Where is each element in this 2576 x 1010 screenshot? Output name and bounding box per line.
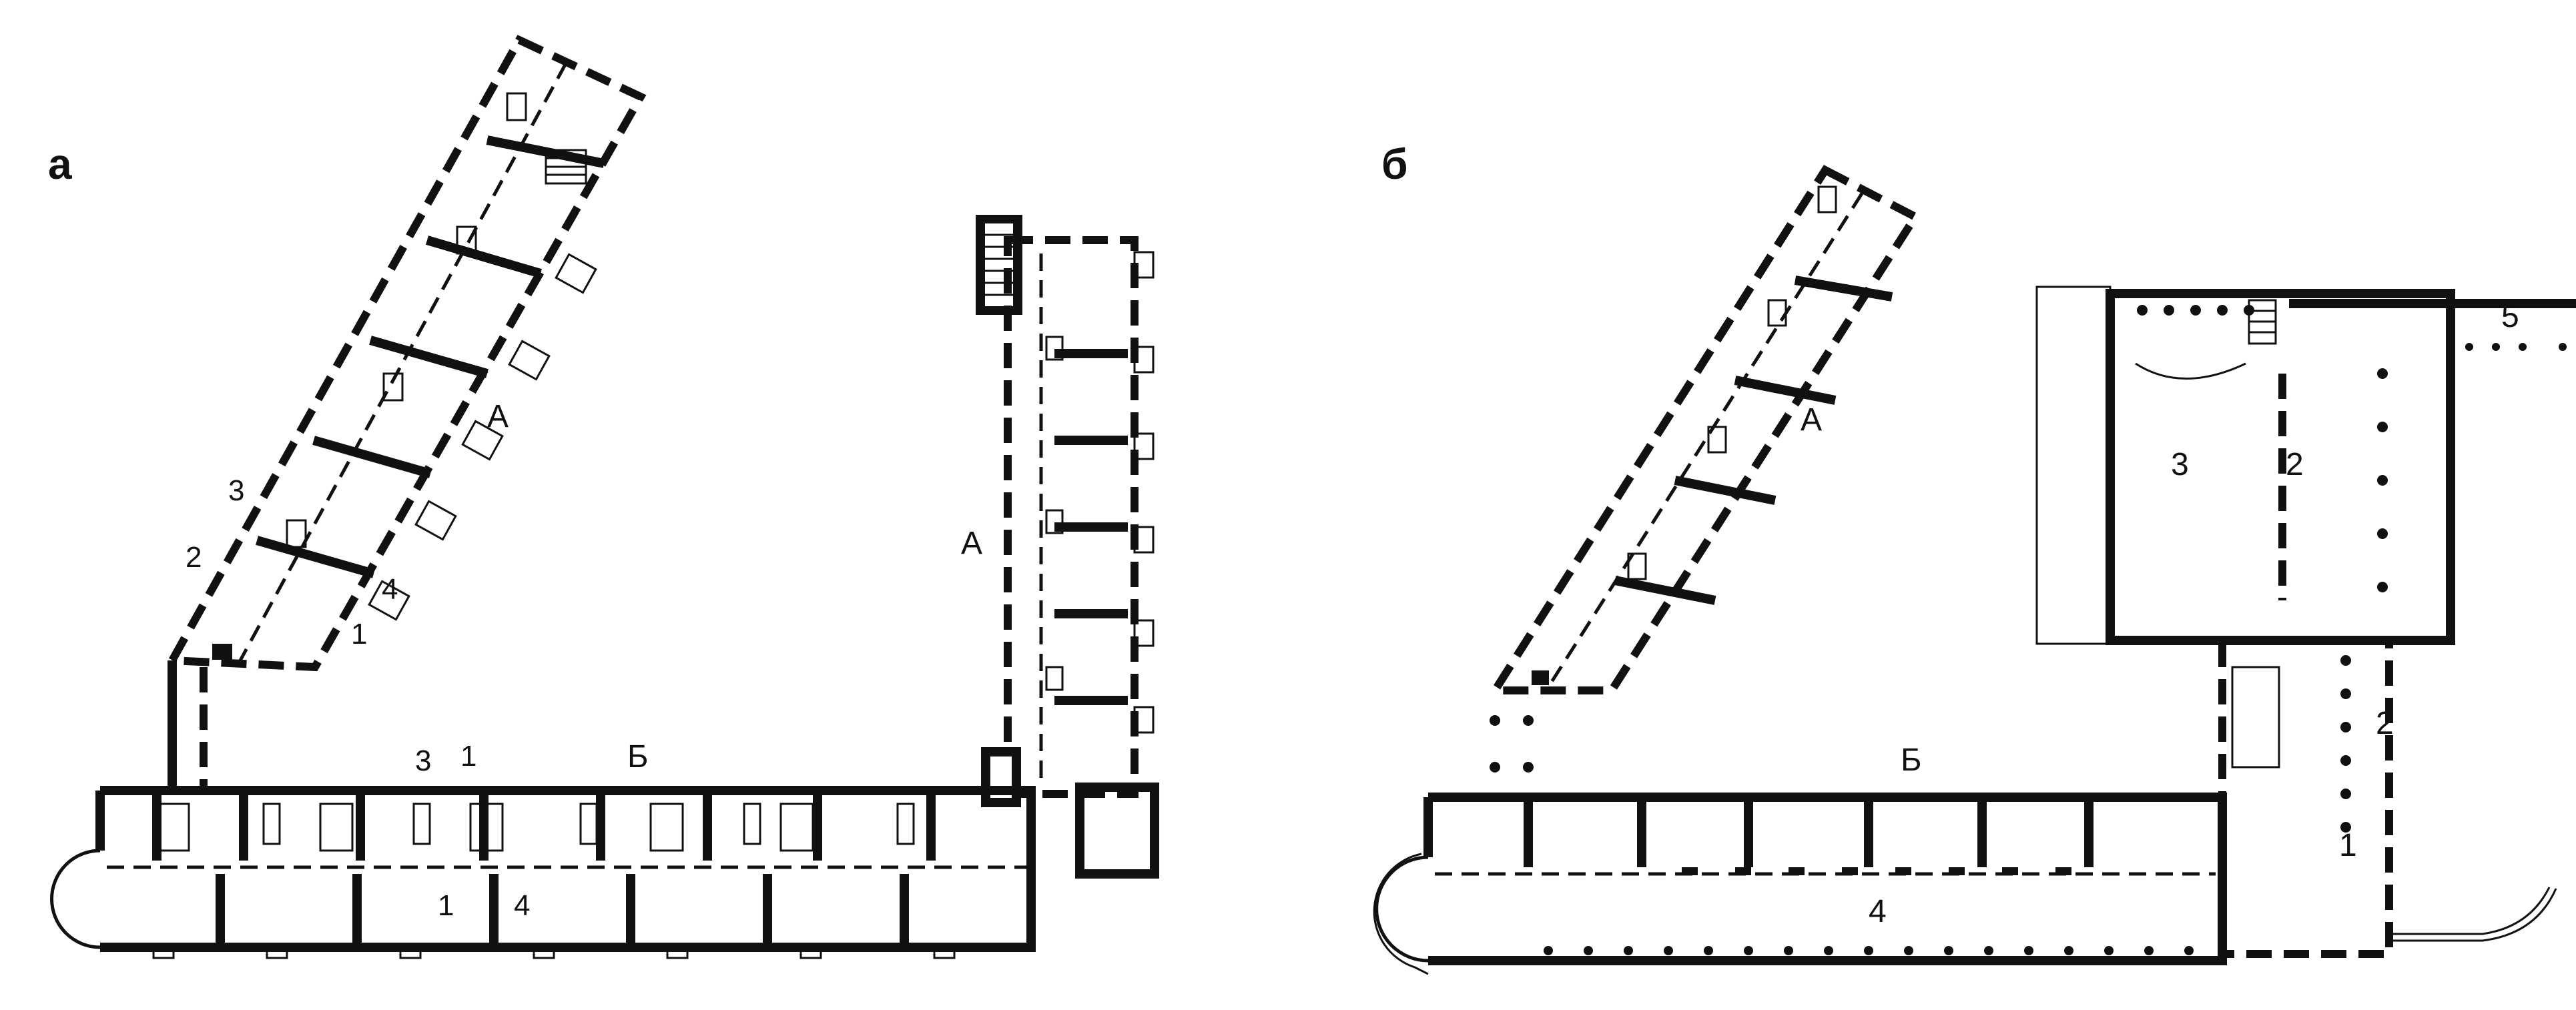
label-wing-b: Б <box>627 739 649 775</box>
plan-b-rounded-end <box>1375 855 1429 963</box>
plan-b-diagonal-fixtures <box>1627 185 1837 580</box>
label-plan-b-3: 3 <box>2171 447 2189 482</box>
diagonal-wing-partitions <box>256 135 605 578</box>
plan-b-gallery-columns <box>2340 655 2351 833</box>
horizontal-wing-windows <box>152 946 956 959</box>
label-3-wing-b: 3 <box>415 744 431 777</box>
label-4-wing-b: 4 <box>514 889 530 922</box>
label-plan-b-1: 1 <box>2339 828 2357 863</box>
vertical-wing-outline <box>1004 236 1139 798</box>
label-3-diagonal: 3 <box>228 474 244 507</box>
plan-b-horizontal-partitions <box>1524 801 2094 867</box>
plan-b-panel-letter: б <box>1381 140 1408 188</box>
plan-b-diagonal-corridor <box>1546 192 1864 688</box>
label-plan-b-2-gallery: 2 <box>2376 706 2394 741</box>
staircase-icon <box>2248 299 2277 345</box>
plan-b-diagonal-partitions <box>1614 276 1893 605</box>
label-plan-b-4: 4 <box>1869 894 1887 929</box>
diagonal-wing-fixtures <box>286 92 527 548</box>
plan-b-gallery <box>2218 636 2557 958</box>
plan-a-diagonal-wing <box>166 35 647 672</box>
diagonal-wing-outline <box>166 35 647 672</box>
vertical-wing-annex <box>1075 783 1159 879</box>
label-plan-b-5: 5 <box>2501 299 2519 334</box>
staircase-icon <box>985 223 1013 306</box>
plan-a-vertical-wing <box>976 215 1159 879</box>
diagonal-wing-staircase-icon <box>545 149 587 185</box>
plan-b-horizontal-wing <box>1373 793 2227 975</box>
plan-b-stage-curve <box>2135 362 2246 380</box>
label-plan-b-wing-a: А <box>1801 402 1822 438</box>
label-1-wing-b-top: 1 <box>460 740 476 773</box>
plan-b: б <box>1373 140 2576 975</box>
label-plan-b-2-hall: 2 <box>2286 447 2304 482</box>
plan-b-item5-dots <box>2465 343 2567 351</box>
rounded-end <box>50 849 101 949</box>
diagonal-wing-corridor <box>238 62 568 662</box>
label-wing-a-diagonal: А <box>487 399 509 434</box>
plan-a-panel-letter: а <box>48 140 72 188</box>
horizontal-wing-outline <box>100 786 1036 952</box>
plan-b-hall-colonnade <box>2137 305 2388 592</box>
label-wing-a-vertical: А <box>961 526 982 561</box>
vertical-wing-partitions <box>1054 349 1128 705</box>
vertical-wing-balconies <box>1133 251 1155 734</box>
label-2-diagonal: 2 <box>186 541 202 574</box>
plan-b-colonnade <box>1544 946 2194 955</box>
plan-b-diagonal-wing <box>1488 165 1921 694</box>
plan-b-horizontal-outline <box>1428 793 2227 965</box>
label-4-diagonal: 4 <box>382 573 398 606</box>
label-1-diagonal: 1 <box>351 618 367 650</box>
plumbing-fixture-icon <box>1045 336 1064 691</box>
horizontal-wing-stairs <box>155 803 814 852</box>
plan-b-tables <box>1682 867 2071 875</box>
plan-b-hall-block <box>2035 286 2576 645</box>
plan-b-diagonal-outline <box>1488 165 1921 694</box>
plan-b-connection-dots <box>1490 715 1534 773</box>
plan-b-access-road <box>2389 887 2551 935</box>
plan-b-gallery-outline <box>2218 636 2393 958</box>
horizontal-wing-plumbing <box>262 803 915 845</box>
label-plan-b-wing-b: Б <box>1901 742 1922 778</box>
plan-a-horizontal-wing <box>50 786 1036 959</box>
plan-a: а <box>48 35 1159 959</box>
diagonal-wing-balconies <box>368 253 597 621</box>
horizontal-wing-partitions <box>152 794 936 944</box>
plan-b-hall-outer-frame <box>2035 286 2112 645</box>
label-1-wing-b-bottom: 1 <box>438 889 454 922</box>
